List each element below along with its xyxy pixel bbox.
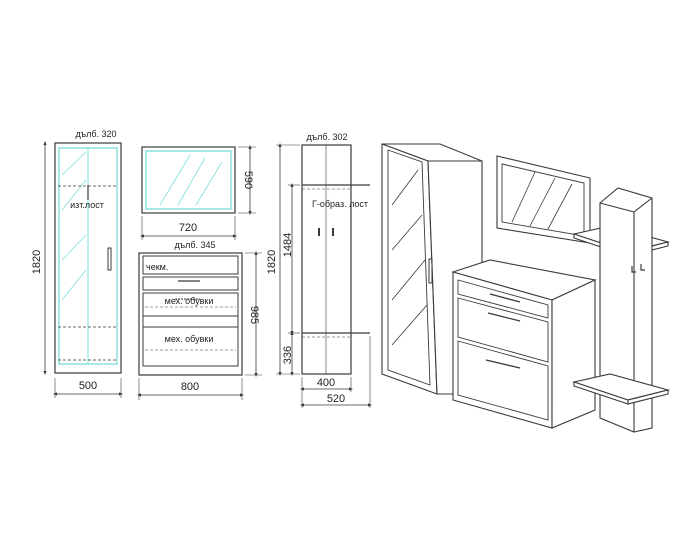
- hanger-outline: [301, 144, 352, 375]
- mirror-glass: [145, 150, 232, 210]
- shoe-cabinet-outline: [138, 252, 243, 376]
- hanger-perspective: [571, 187, 671, 433]
- hanger-hook-icon: [332, 228, 334, 236]
- shoe-cabinet-drawer-label: чекм.: [146, 262, 168, 272]
- shoe-cabinet-depth-label: дълб. 345: [174, 240, 215, 250]
- hanger-perspective-hook-icon: [640, 264, 645, 271]
- wardrobe-mirror-hatching: [61, 151, 87, 301]
- wardrobe-height-value: 1820: [31, 250, 43, 274]
- hanger-upper-height-value: 1484: [282, 233, 294, 257]
- hanger-side-view: дълб. 302 Г-образ. лост 1820 1484 336 40…: [266, 132, 372, 408]
- hanger-total-height-value: 1820: [266, 250, 278, 274]
- hanger-perspective-hook-icon: [631, 266, 636, 273]
- wardrobe-front-view: дълб. 320 изт.лост 1820 500: [31, 129, 123, 398]
- mirror-perspective: [496, 155, 591, 244]
- wardrobe-inner-label: изт.лост: [70, 200, 104, 210]
- mirror-panel-view: 590 720: [140, 145, 256, 240]
- shoe-cabinet-shoe-rack-2: [142, 315, 239, 367]
- mirror-height-value: 590: [242, 171, 254, 189]
- wardrobe-depth-label: дълб. 320: [75, 129, 116, 139]
- wardrobe-perspective-handle: [428, 258, 433, 284]
- shoe-rack-label-2: мех. обувки: [165, 334, 214, 344]
- hanger-hook-icon: [318, 228, 320, 236]
- wardrobe-outline: [54, 142, 122, 374]
- wardrobe-width-value: 500: [79, 380, 97, 392]
- hanger-lower-height-value: 336: [282, 346, 294, 364]
- mirror-hatching: [159, 154, 223, 206]
- shoe-cabinet-drawer: [142, 276, 239, 291]
- shoe-cabinet-front-view: дълб. 345 чекм. мех. обувки мех. обувки …: [137, 240, 262, 400]
- shoe-rack-label-1: мех. обувки: [165, 296, 214, 306]
- hanger-hook-label: Г-образ. лост: [312, 199, 368, 209]
- hanger-outer-width-value: 520: [327, 393, 345, 405]
- mirror-width-value: 720: [179, 222, 197, 234]
- wardrobe-handle: [107, 247, 112, 271]
- shoe-cabinet-top-drawer: [142, 255, 239, 275]
- mirror-panel-outline: [141, 146, 236, 214]
- shoe-cabinet-perspective: [451, 259, 597, 429]
- shoe-cabinet-height-value: 985: [248, 306, 260, 324]
- hanger-inner-width-value: 400: [317, 377, 335, 389]
- shoe-cabinet-width-value: 800: [181, 381, 199, 393]
- hanger-depth-label: дълб. 302: [306, 132, 347, 142]
